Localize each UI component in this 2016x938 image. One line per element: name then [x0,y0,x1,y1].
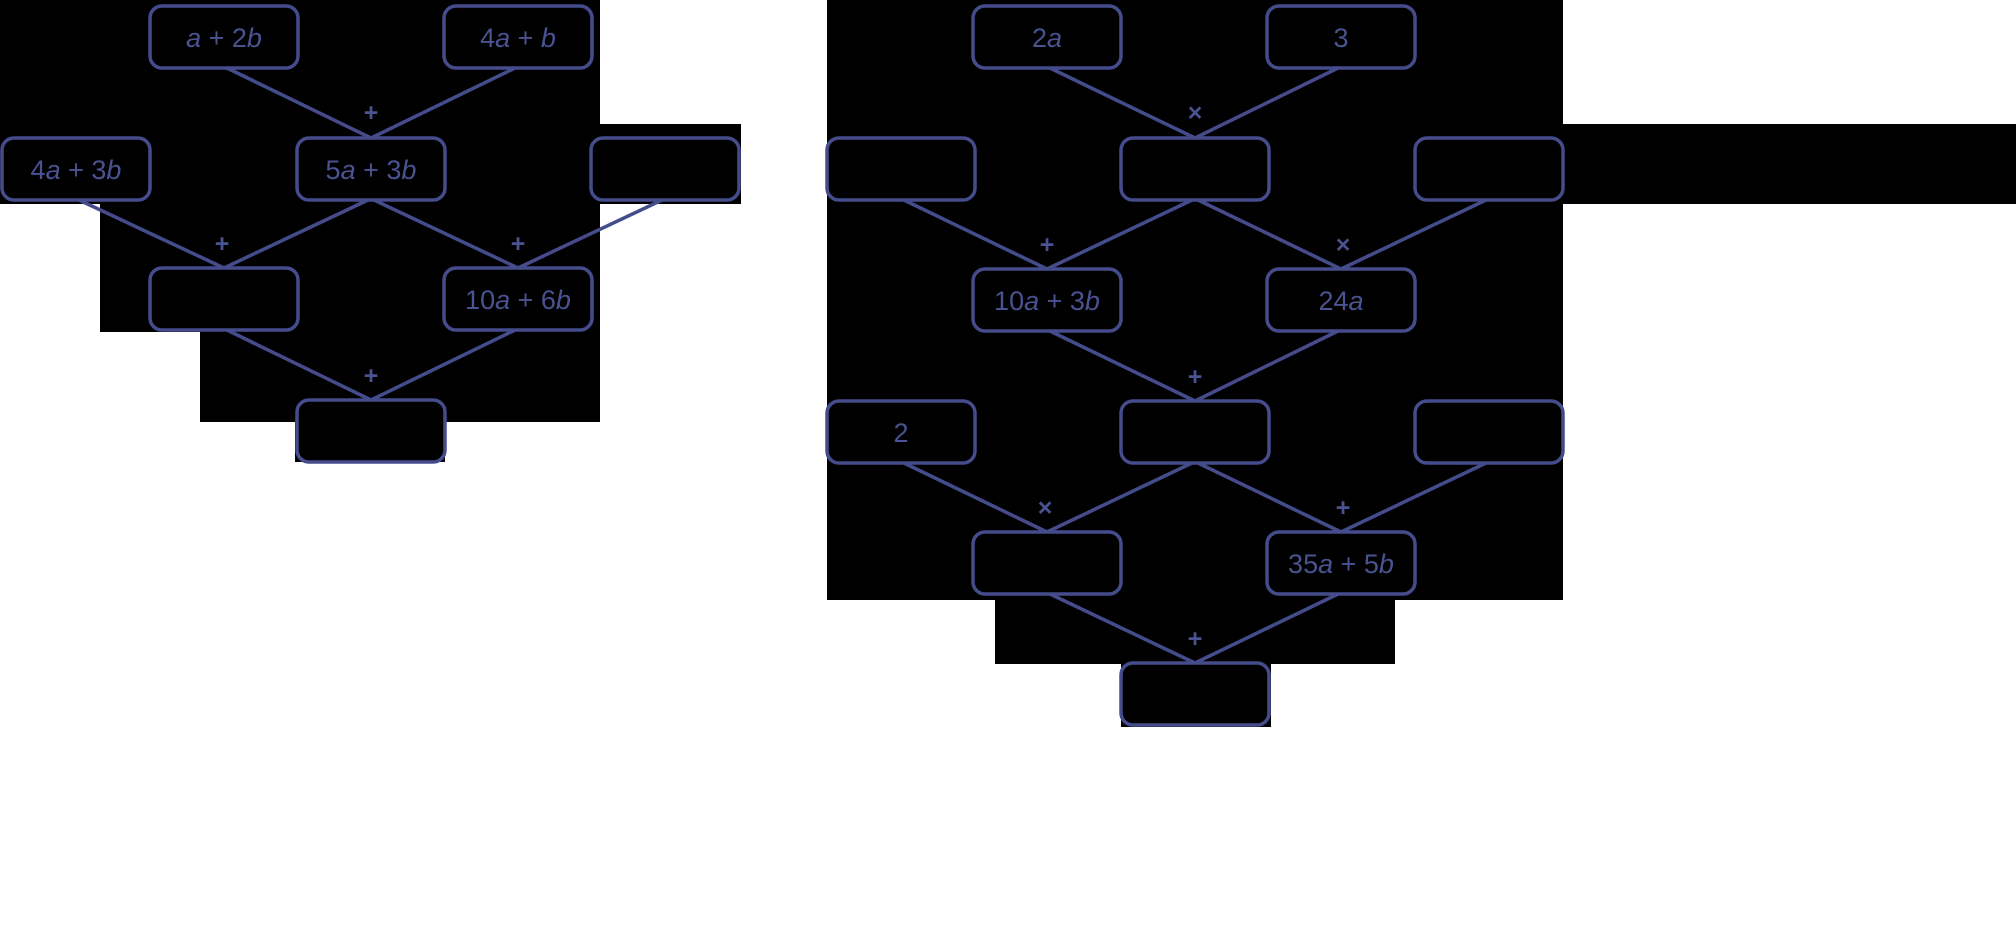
tree-edge [1193,66,1340,140]
node-box[interactable] [971,530,1123,596]
tree-edge [1048,329,1197,403]
plus-operator-icon: + [1188,625,1203,653]
node-box[interactable] [0,136,152,202]
node-box[interactable] [442,266,594,332]
tree-edge [1048,66,1197,140]
tree-node-filled[interactable]: 24a [1265,267,1417,333]
node-box[interactable] [1119,661,1271,727]
edge-layer [77,66,1488,665]
tree-node-blank[interactable] [971,530,1123,596]
node-box[interactable] [1413,399,1565,465]
node-box[interactable] [295,136,447,202]
tree-edge [1196,461,1343,534]
node-box[interactable] [825,136,977,202]
tree-edge [1045,198,1194,271]
tree-node-filled[interactable]: 2 [825,399,977,465]
tree-node-blank[interactable] [1119,661,1271,727]
node-box[interactable] [442,4,594,70]
tree-edge [1193,329,1340,403]
tree-edge [902,198,1049,271]
plus-operator-icon: + [364,362,379,390]
plus-operator-icon: + [215,230,230,258]
tree-node-filled[interactable]: 10a + 6b [442,266,594,332]
node-box[interactable] [295,398,447,464]
plus-operator-icon: + [1336,494,1351,522]
node-label: 3 [1333,23,1348,53]
tree-edge [369,328,517,402]
node-label: 2a [1032,23,1062,53]
operator-layer: + + + + × + × + × + + [215,99,1351,653]
node-label: 5a + 3b [326,155,417,185]
tree-edge [1048,592,1197,665]
node-box[interactable] [148,4,300,70]
tree-node-filled[interactable]: 35a + 5b [1265,530,1417,596]
tree-node-blank[interactable] [1413,136,1565,202]
node-box[interactable] [1119,136,1271,202]
tree-edge [1196,198,1343,271]
tree-edge [222,198,370,270]
node-box[interactable] [1119,399,1271,465]
node-box[interactable] [1265,4,1417,70]
background-panels [0,0,2016,727]
node-label: 4a + 3b [31,155,122,185]
tree-node-filled[interactable]: 5a + 3b [295,136,447,202]
node-label: 10a + 3b [994,286,1100,316]
background-panel [1563,124,2016,204]
node-box[interactable] [1265,267,1417,333]
tree-edge [1045,461,1194,534]
tree-edge [902,461,1049,534]
tree-node-blank[interactable] [148,266,300,332]
tree-edge [225,328,373,402]
plus-operator-icon: + [1040,231,1055,259]
tree-edge [369,66,517,140]
tree-edge [372,198,520,270]
node-box[interactable] [1413,136,1565,202]
times-operator-icon: × [1038,494,1053,522]
times-operator-icon: × [1336,231,1351,259]
node-box[interactable] [825,399,977,465]
tree-node-filled[interactable]: 4a + 3b [0,136,152,202]
node-label: 24a [1318,286,1363,316]
node-label: 4a + b [480,23,556,53]
node-label: 2 [893,418,908,448]
tree-node-blank[interactable] [1119,136,1271,202]
tree-node-blank[interactable] [825,136,977,202]
tree-node-filled[interactable]: 10a + 3b [971,267,1123,333]
tree-edge [1339,461,1488,534]
tree-node-blank[interactable] [589,136,741,202]
node-label: 10a + 6b [465,285,571,315]
plus-operator-icon: + [1188,363,1203,391]
node-layer: a + 2b 4a + b 4a + 3b 5a + 3b 10a + 6b 2a 3 10a… [0,4,1565,727]
times-operator-icon: × [1188,99,1203,127]
tree-edge [225,66,373,140]
tree-edge [516,198,664,270]
tree-node-filled[interactable]: 4a + b [442,4,594,70]
tree-node-blank[interactable] [1413,399,1565,465]
node-label: 35a + 5b [1288,549,1394,579]
node-box[interactable] [1265,530,1417,596]
node-box[interactable] [971,267,1123,333]
plus-operator-icon: + [511,230,526,258]
node-box[interactable] [148,266,300,332]
node-box[interactable] [971,4,1123,70]
tree-node-filled[interactable]: 3 [1265,4,1417,70]
node-box[interactable] [589,136,741,202]
background-panel [827,0,1563,600]
tree-edge [77,198,226,270]
tree-node-filled[interactable]: 2a [971,4,1123,70]
plus-operator-icon: + [364,99,379,127]
tree-node-blank[interactable] [295,398,447,464]
tree-node-blank[interactable] [1119,399,1271,465]
tree-edge [1339,198,1488,271]
tree-edge [1193,592,1340,665]
node-label: a + 2b [186,23,262,53]
tree-node-filled[interactable]: a + 2b [148,4,300,70]
background-panel [995,600,1395,664]
